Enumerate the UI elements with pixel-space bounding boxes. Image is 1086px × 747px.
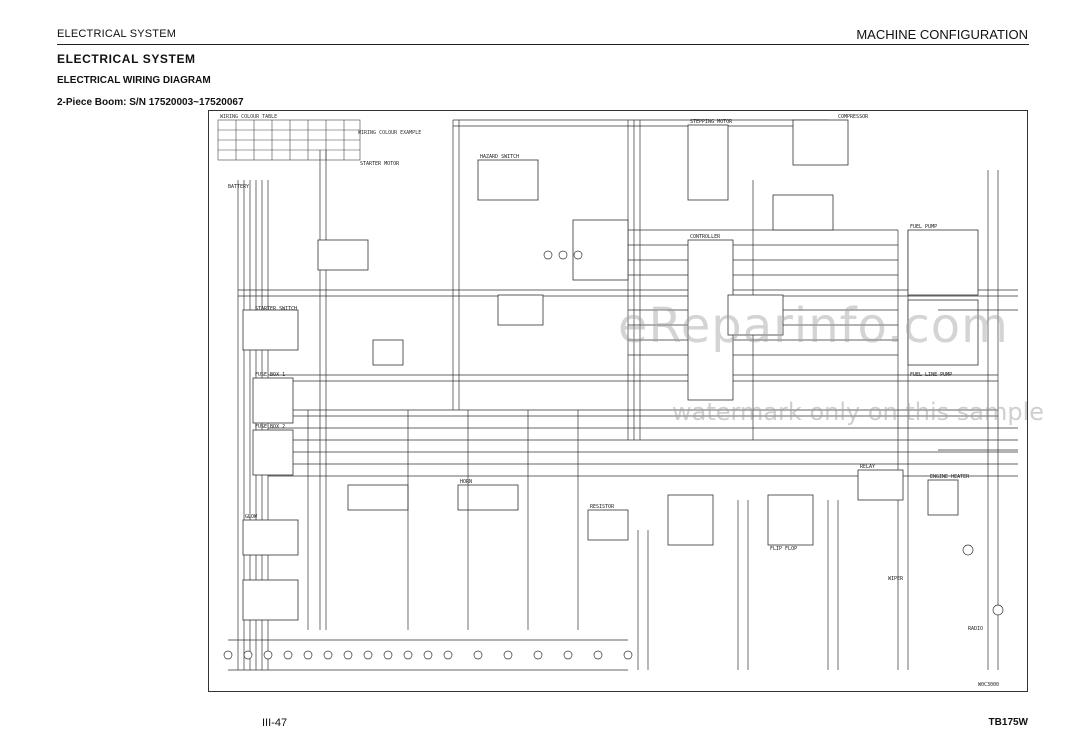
- label-compressor: COMPRESSOR: [838, 114, 869, 120]
- label-engine-heater: ENGINE HEATER: [930, 474, 970, 480]
- label-glow: GLOW: [245, 514, 258, 520]
- label-fuel-line-pump: FUEL LINE PUMP: [910, 372, 952, 378]
- label-relay: RELAY: [860, 464, 875, 470]
- watermark-sub: watermark only on this sample: [672, 398, 1045, 426]
- section-title: ELECTRICAL SYSTEM: [57, 52, 196, 66]
- running-header-left: ELECTRICAL SYSTEM: [57, 28, 177, 40]
- model-number: TB175W: [988, 717, 1028, 728]
- wiring-colour-table: [217, 119, 361, 161]
- page-number: III-47: [262, 717, 288, 729]
- label-radio: RADIO: [968, 626, 983, 632]
- running-header-right: MACHINE CONFIGURATION: [856, 27, 1028, 42]
- label-fuel-pump: FUEL PUMP: [910, 224, 937, 230]
- serial-range: 2-Piece Boom: S/N 17520003~17520067: [57, 97, 244, 108]
- subsection-title: ELECTRICAL WIRING DIAGRAM: [57, 75, 211, 86]
- label-hazard-switch: HAZARD SWITCH: [480, 154, 519, 160]
- diagram-code: W0C3000: [978, 682, 999, 688]
- label-stepping-motor: STEPPING MOTOR: [690, 119, 733, 125]
- label-fuse-box-2: FUSE BOX 2: [255, 424, 285, 430]
- label-wiper: WIPER: [888, 576, 904, 582]
- header-rule: [57, 44, 1029, 45]
- label-controller: CONTROLLER: [690, 234, 721, 240]
- example-title: WIRING COLOUR EXAMPLE: [358, 130, 421, 136]
- label-starter-switch: STARTER SWITCH: [255, 306, 297, 312]
- wire-bundle: [237, 120, 999, 670]
- label-starter-motor: STARTER MOTOR: [360, 161, 400, 167]
- watermark-main: eReparinfo.com: [618, 298, 1009, 354]
- table-title: WIRING COLOUR TABLE: [220, 114, 277, 120]
- label-fuse-box-1: FUSE BOX 1: [255, 372, 285, 378]
- label-horn: HORN: [460, 479, 472, 485]
- label-battery: BATTERY: [228, 184, 249, 190]
- label-flip-flop: FLIP FLOP: [770, 546, 797, 552]
- label-resistor: RESISTOR: [590, 504, 615, 510]
- wiring-diagram: WIRING COLOUR TABLE WIRING COLOUR EXAMPL…: [208, 110, 1028, 692]
